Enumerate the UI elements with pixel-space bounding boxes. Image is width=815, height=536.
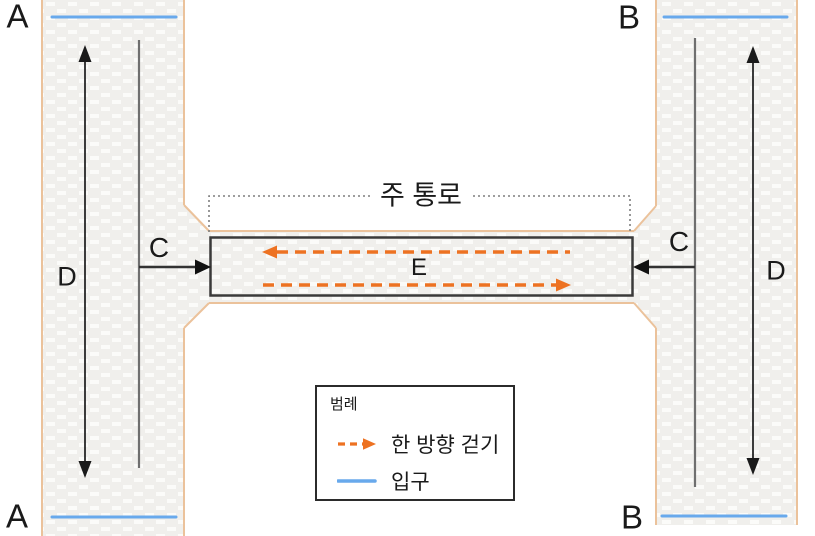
- one-way-arrow-head-left-icon: [262, 245, 277, 259]
- right-flare-top: [633, 205, 657, 232]
- walls: [41, 0, 798, 536]
- two-way-arrow-left: [78, 45, 92, 478]
- entrance-line-icon: [337, 479, 377, 483]
- arrow-head-down-icon: [78, 461, 92, 478]
- one-way-arrow-head-right-icon: [556, 278, 571, 292]
- left-hall-floor: [42, 0, 209, 536]
- label-hall-top-left: A: [6, 0, 29, 35]
- label-hall-top-right: B: [617, 0, 641, 36]
- arrow-head-up-icon: [746, 46, 760, 63]
- arrow-head-down-icon: [746, 458, 760, 475]
- arrow-head-right-icon: [195, 259, 211, 275]
- connector-arrow-left: [139, 259, 211, 275]
- main-corridor-title: 주 통로: [370, 180, 472, 212]
- legend-box: 범례 한 방향 걷기 입구: [315, 385, 515, 501]
- left-flare-top: [183, 204, 210, 232]
- left-flare-bottom: [183, 302, 210, 329]
- label-hall-bottom-left: A: [5, 497, 29, 535]
- right-flare-bottom: [633, 302, 657, 329]
- arrow-head-left-icon: [633, 259, 649, 275]
- main-corridor-floor: [209, 231, 634, 303]
- one-way-arrows: [262, 245, 571, 292]
- right-hall-floor: [634, 0, 797, 525]
- main-corridor-outline: [209, 236, 634, 297]
- label-walkway-right: D: [766, 255, 786, 286]
- connector-arrow-right: [633, 259, 695, 275]
- label-connector-left: C: [148, 232, 170, 263]
- legend-label-one-way: 한 방향 걷기: [391, 434, 500, 457]
- label-main-corridor: E: [410, 254, 428, 281]
- one-way-arrow-icon: [338, 438, 376, 450]
- two-way-arrow-right: [746, 46, 760, 475]
- legend-item-one-way: 한 방향 걷기: [337, 431, 499, 457]
- label-hall-bottom-right: B: [620, 498, 644, 536]
- guide-lines: [137, 38, 697, 487]
- legend-label-entrance: 입구: [391, 471, 430, 494]
- entrance-lines: [50, 15, 789, 519]
- arrow-head-up-icon: [78, 45, 92, 62]
- label-connector-right: C: [668, 226, 690, 257]
- legend-title: 범례: [330, 396, 358, 413]
- label-walkway-left: D: [57, 261, 77, 292]
- legend-item-entrance: 입구: [337, 468, 430, 494]
